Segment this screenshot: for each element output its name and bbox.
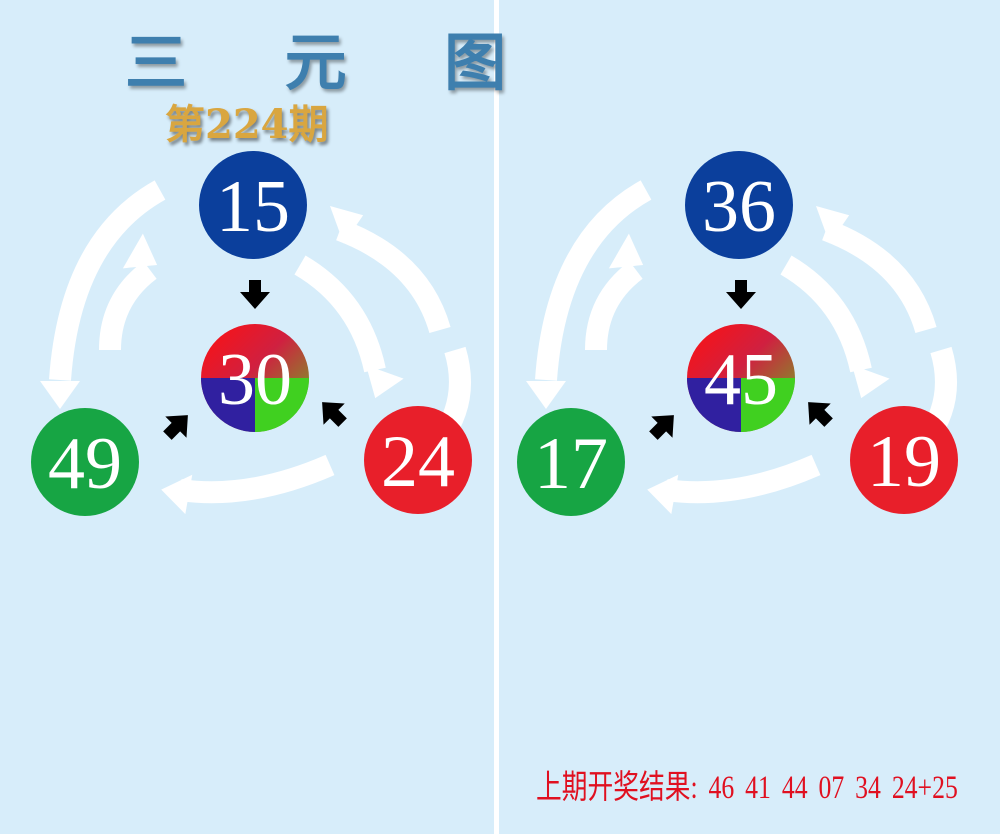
center-ball-number: 30 <box>218 339 292 421</box>
arrow-down-icon <box>726 280 756 309</box>
result-number: 46 <box>708 770 735 806</box>
issue-number: 第224期 <box>165 101 329 148</box>
page-title: 三 元 图 <box>125 26 545 99</box>
cycle-arrowhead-icon <box>161 474 193 515</box>
cycle-arrow <box>294 255 386 373</box>
arrow-down-icon <box>808 402 833 427</box>
result-number: 24+25 <box>891 770 958 806</box>
right-ball <box>364 406 472 514</box>
cycle-arrow <box>336 219 451 334</box>
left-ball <box>517 408 625 516</box>
left-ball-number: 17 <box>534 423 608 505</box>
cycle-arrowhead-icon <box>122 233 158 269</box>
cycle-arrowhead-icon <box>365 365 404 399</box>
top-ball <box>685 151 793 259</box>
cycle-arrowhead-icon <box>816 205 850 244</box>
cycle-arrowhead-icon <box>851 365 890 399</box>
arrow-down-icon <box>322 402 347 427</box>
result-number: 07 <box>818 770 845 806</box>
cycle-arrow <box>99 261 157 351</box>
left-ball <box>31 408 139 516</box>
center-ball-number: 45 <box>704 339 778 421</box>
cycle-arrow <box>822 219 937 334</box>
cycle-arrow <box>49 180 166 381</box>
cycle-arrow <box>780 255 872 373</box>
cycle-arrow <box>535 180 652 381</box>
panel-right: 36 17 19 45 <box>517 151 958 516</box>
result-number: 34 <box>855 770 881 806</box>
top-ball-number: 36 <box>702 166 776 248</box>
left-ball-number: 49 <box>48 423 122 505</box>
panel-divider <box>494 0 499 834</box>
cycle-arrow <box>178 454 335 504</box>
last-result: 上期开奖结果: 46 41 44 07 34 24+25 <box>536 760 969 808</box>
cycle-arrowhead-icon <box>608 233 644 269</box>
panel-left: 15 49 24 30 <box>31 151 472 516</box>
right-ball-number: 24 <box>381 421 455 503</box>
cycle-arrowhead-icon <box>526 381 566 409</box>
result-number: 44 <box>781 770 808 806</box>
arrow-down-icon <box>163 415 188 440</box>
right-ball <box>850 406 958 514</box>
cycle-arrow <box>585 261 643 351</box>
top-ball-number: 15 <box>216 166 290 248</box>
result-number: 41 <box>745 770 771 806</box>
arrow-down-icon <box>649 415 674 440</box>
cycle-arrowhead-icon <box>647 474 679 515</box>
top-ball <box>199 151 307 259</box>
cycle-arrow <box>664 454 821 504</box>
right-ball-number: 19 <box>867 421 941 503</box>
result-label: 上期开奖结果: <box>536 770 698 806</box>
cycle-arrowhead-icon <box>40 381 80 409</box>
cycle-arrowhead-icon <box>330 205 364 244</box>
arrow-down-icon <box>240 280 270 309</box>
